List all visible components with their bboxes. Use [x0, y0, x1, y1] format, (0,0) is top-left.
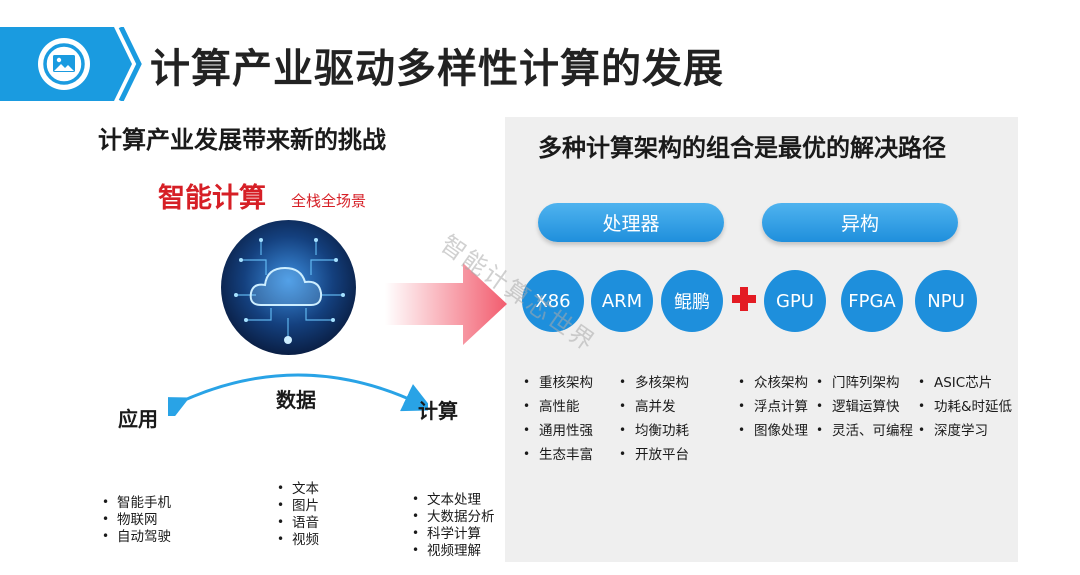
list-item: 多核架构 [618, 371, 689, 395]
list-item: 视频理解 [410, 543, 495, 560]
cloud-network-icon [221, 220, 356, 355]
list-item: ASIC芯片 [917, 371, 1012, 395]
label-data: 数据 [276, 384, 316, 413]
left-heading: 计算产业发展带来新的挑战 [98, 120, 386, 155]
list-item: 门阵列架构 [815, 371, 913, 395]
list-item: 浮点计算 [737, 395, 808, 419]
list-item: 文本处理 [410, 492, 495, 509]
compute-list: 文本处理 大数据分析 科学计算 视频理解 [410, 492, 495, 560]
list-item: 生态丰富 [522, 443, 593, 467]
list-item: 均衡功耗 [618, 419, 689, 443]
x86-features: 重核架构 高性能 通用性强 生态丰富 [522, 371, 593, 467]
npu-features: ASIC芯片 功耗&时延低 深度学习 [917, 371, 1012, 443]
list-item: 物联网 [100, 512, 171, 529]
right-heading: 多种计算架构的组合是最优的解决路径 [538, 128, 946, 163]
list-item: 通用性强 [522, 419, 593, 443]
list-item: 大数据分析 [410, 509, 495, 526]
chip-fpga: FPGA [841, 270, 903, 332]
plus-icon [731, 286, 757, 312]
chip-npu: NPU [915, 270, 977, 332]
list-item: 语音 [275, 515, 319, 532]
label-application: 应用 [118, 403, 158, 432]
ai-subtitle: 全栈全场景 [291, 190, 366, 211]
application-list: 智能手机 物联网 自动驾驶 [100, 495, 171, 546]
list-item: 文本 [275, 481, 319, 498]
arm-features: 多核架构 高并发 均衡功耗 开放平台 [618, 371, 689, 467]
processor-pill: 处理器 [538, 203, 724, 242]
list-item: 图片 [275, 498, 319, 515]
right-panel [505, 117, 1018, 562]
list-item: 功耗&时延低 [917, 395, 1012, 419]
list-item: 科学计算 [410, 526, 495, 543]
list-item: 视频 [275, 532, 319, 549]
list-item: 灵活、可编程 [815, 419, 913, 443]
chip-x86: X86 [522, 270, 584, 332]
chip-arm: ARM [591, 270, 653, 332]
chip-gpu: GPU [764, 270, 826, 332]
list-item: 重核架构 [522, 371, 593, 395]
image-icon [38, 38, 90, 90]
data-list: 文本 图片 语音 视频 [275, 481, 319, 549]
gpu-features: 众核架构 浮点计算 图像处理 [737, 371, 808, 443]
list-item: 深度学习 [917, 419, 1012, 443]
fpga-features: 门阵列架构 逻辑运算快 灵活、可编程 [815, 371, 913, 443]
label-compute: 计算 [418, 395, 458, 424]
ai-title: 智能计算 [158, 176, 266, 215]
list-item: 高性能 [522, 395, 593, 419]
list-item: 众核架构 [737, 371, 808, 395]
list-item: 自动驾驶 [100, 529, 171, 546]
list-item: 逻辑运算快 [815, 395, 913, 419]
list-item: 图像处理 [737, 419, 808, 443]
header-chevron-outline [118, 27, 144, 101]
list-item: 开放平台 [618, 443, 689, 467]
chip-kunpeng: 鲲鹏 [661, 270, 723, 332]
list-item: 高并发 [618, 395, 689, 419]
page-title: 计算产业驱动多样性计算的发展 [150, 36, 724, 94]
heterogeneous-pill: 异构 [762, 203, 958, 242]
list-item: 智能手机 [100, 495, 171, 512]
transition-arrow [385, 263, 507, 345]
